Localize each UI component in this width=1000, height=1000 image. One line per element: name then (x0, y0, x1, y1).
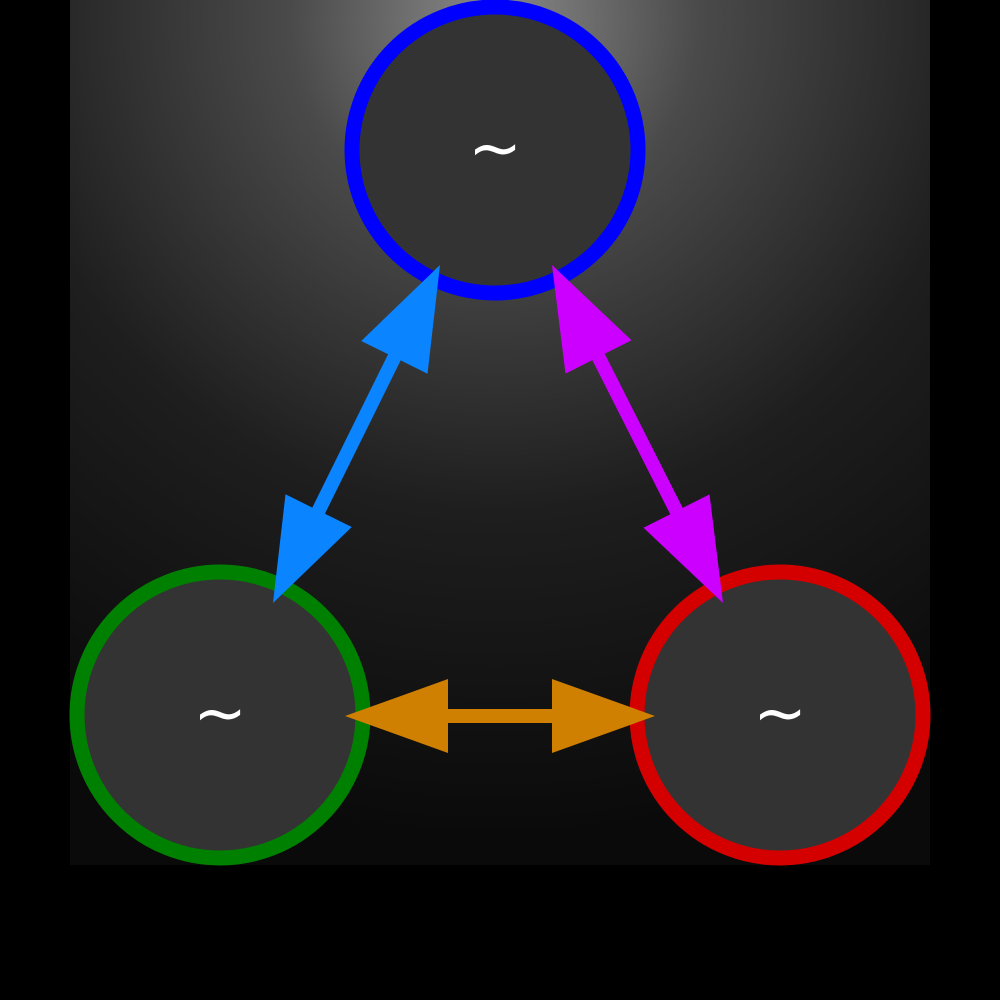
node-right-label: ~ (753, 677, 807, 751)
node-top: ~ (344, 0, 646, 301)
node-right: ~ (629, 564, 931, 866)
node-left: ~ (69, 564, 371, 866)
node-top-circle (344, 0, 646, 301)
edge-top-right-arrow (552, 265, 723, 603)
edge-top-left-arrow (273, 265, 440, 603)
node-top-label: ~ (468, 112, 522, 186)
node-left-label: ~ (193, 677, 247, 751)
edge-left-right-arrow (345, 679, 655, 753)
